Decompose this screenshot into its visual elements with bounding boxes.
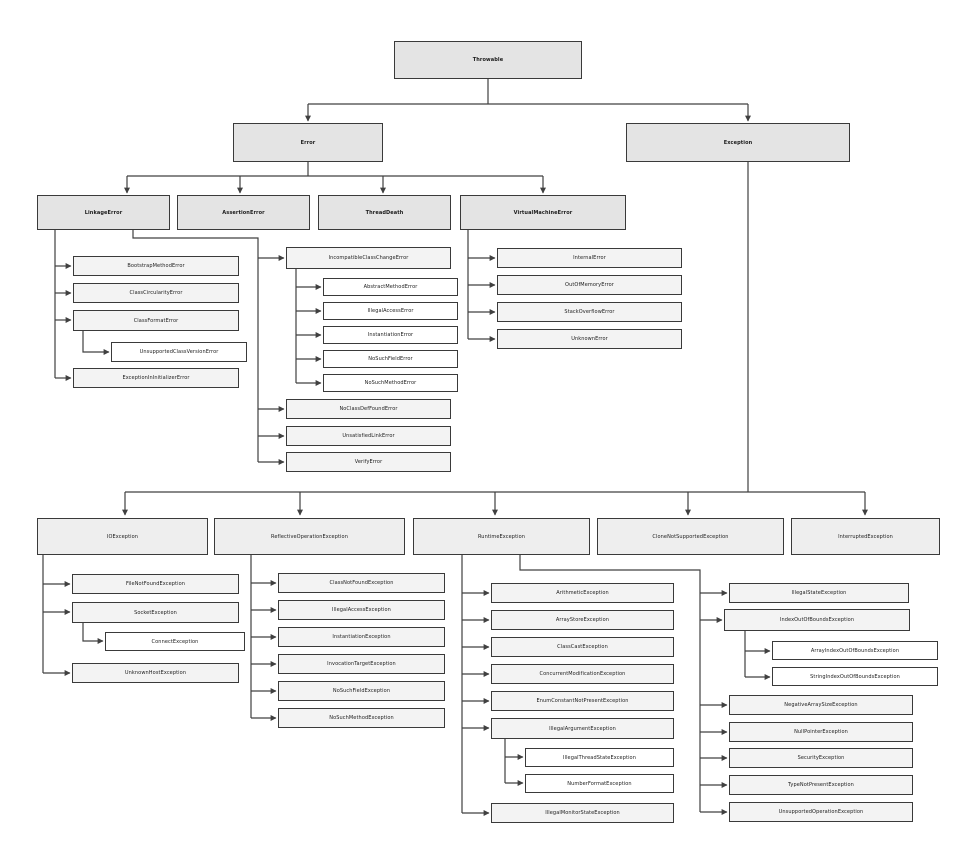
node-illegal-argument-exception: IllegalArgumentException [491, 718, 674, 739]
node-string-index-out-of-bounds-exception: StringIndexOutOfBoundsException [772, 667, 938, 686]
node-interrupted-exception: InterruptedException [791, 518, 940, 555]
node-illegal-thread-state-exception: IllegalThreadStateException [525, 748, 674, 767]
node-abstract-method-error: AbstractMethodError [323, 278, 458, 296]
node-unsupported-class-version-error: UnsupportedClassVersionError [111, 342, 247, 362]
node-illegal-access-exception: IllegalAccessException [278, 600, 445, 620]
node-socket-exception: SocketException [72, 602, 239, 623]
node-no-class-def-found-error: NoClassDefFoundError [286, 399, 451, 419]
node-unsupported-operation-exception: UnsupportedOperationException [729, 802, 913, 822]
node-arithmetic-exception: ArithmeticException [491, 583, 674, 603]
node-runtime-exception: RuntimeException [413, 518, 590, 555]
node-type-not-present-exception: TypeNotPresentException [729, 775, 913, 795]
node-unknown-host-exception: UnknownHostException [72, 663, 239, 683]
node-illegal-monitor-state-exception: IllegalMonitorStateException [491, 803, 674, 823]
node-connect-exception: ConnectException [105, 632, 245, 651]
node-negative-array-size-exception: NegativeArraySizeException [729, 695, 913, 715]
node-array-store-exception: ArrayStoreException [491, 610, 674, 630]
node-incompatible-class-change-error: IncompatibleClassChangeError [286, 247, 451, 269]
node-no-such-method-exception: NoSuchMethodException [278, 708, 445, 728]
node-internal-error: InternalError [497, 248, 682, 268]
node-security-exception: SecurityException [729, 748, 913, 768]
node-instantiation-exception: InstantiationException [278, 627, 445, 647]
node-class-format-error: ClassFormatError [73, 310, 239, 331]
node-illegal-state-exception: IllegalStateException [729, 583, 909, 603]
node-linkage-error: LinkageError [37, 195, 170, 230]
node-class-circularity-error: ClassCircularityError [73, 283, 239, 303]
node-instantiation-error: InstantiationError [323, 326, 458, 344]
node-io-exception: IOException [37, 518, 208, 555]
node-no-such-method-error: NoSuchMethodError [323, 374, 458, 392]
node-out-of-memory-error: OutOfMemoryError [497, 275, 682, 295]
node-verify-error: VerifyError [286, 452, 451, 472]
node-class-not-found-exception: ClassNotFoundException [278, 573, 445, 593]
node-illegal-access-error: IllegalAccessError [323, 302, 458, 320]
node-number-format-exception: NumberFormatException [525, 774, 674, 793]
node-array-index-out-of-bounds-exception: ArrayIndexOutOfBoundsException [772, 641, 938, 660]
node-no-such-field-error: NoSuchFieldError [323, 350, 458, 368]
node-enum-constant-not-present-exception: EnumConstantNotPresentException [491, 691, 674, 711]
node-thread-death: ThreadDeath [318, 195, 451, 230]
node-invocation-target-exception: InvocationTargetException [278, 654, 445, 674]
node-class-cast-exception: ClassCastException [491, 637, 674, 657]
node-no-such-field-exception: NoSuchFieldException [278, 681, 445, 701]
node-file-not-found-exception: FileNotFoundException [72, 574, 239, 594]
node-clone-not-supported-exception: CloneNotSupportedException [597, 518, 784, 555]
node-null-pointer-exception: NullPointerException [729, 722, 913, 742]
node-stack-overflow-error: StackOverflowError [497, 302, 682, 322]
node-concurrent-modification-exception: ConcurrentModificationException [491, 664, 674, 684]
node-index-out-of-bounds-exception: IndexOutOfBoundsException [724, 609, 910, 631]
node-throwable: Throwable [394, 41, 582, 79]
node-unknown-error: UnknownError [497, 329, 682, 349]
node-exception-in-initializer-error: ExceptionInInitializerError [73, 368, 239, 388]
node-assertion-error: AssertionError [177, 195, 310, 230]
node-reflective-operation-exception: ReflectiveOperationException [214, 518, 405, 555]
node-exception: Exception [626, 123, 850, 162]
node-unsatisfied-link-error: UnsatisfiedLinkError [286, 426, 451, 446]
node-bootstrap-method-error: BootstrapMethodError [73, 256, 239, 276]
node-virtual-machine-error: VirtualMachineError [460, 195, 626, 230]
node-error: Error [233, 123, 383, 162]
